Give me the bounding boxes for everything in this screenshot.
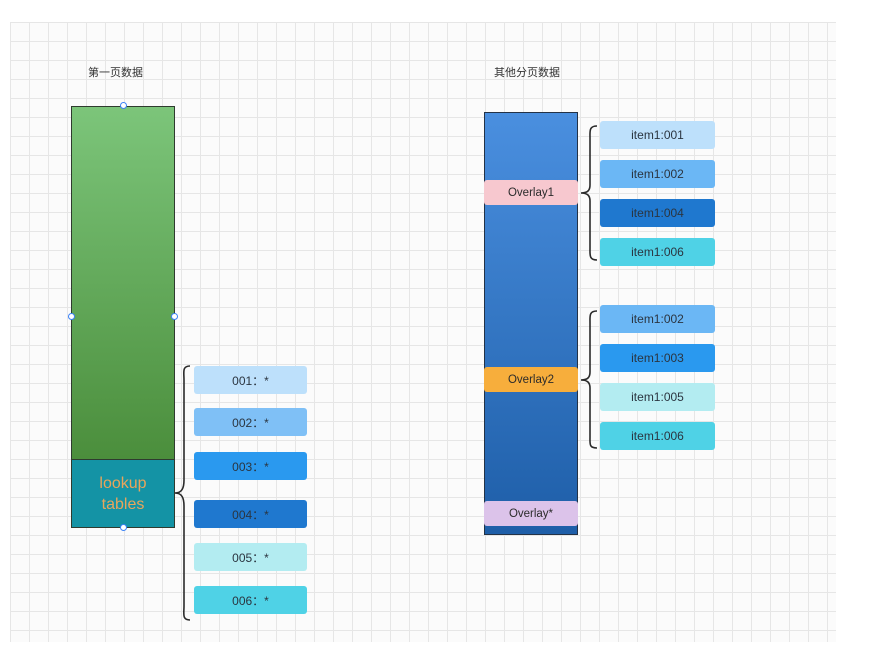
page1-title: 第一页数据	[88, 66, 143, 79]
overlay-star-block[interactable]: Overlay*	[484, 501, 578, 526]
lookup-tables-label: lookup tables	[99, 474, 147, 513]
overlay1-item[interactable]: item1:004	[600, 199, 715, 227]
resize-handle-bottom[interactable]	[120, 524, 127, 531]
resize-handle-top[interactable]	[120, 102, 127, 109]
lookup-entry[interactable]: 006：*	[194, 586, 307, 614]
overlay2-item[interactable]: item1:002	[600, 305, 715, 333]
overlay2-item[interactable]: item1:003	[600, 344, 715, 372]
lookup-entry[interactable]: 004：*	[194, 500, 307, 528]
overlay1-item[interactable]: item1:002	[600, 160, 715, 188]
overlay2-block[interactable]: Overlay2	[484, 367, 578, 392]
lookup-entry[interactable]: 005：*	[194, 543, 307, 571]
other-pages-title: 其他分页数据	[494, 66, 560, 79]
overlay1-item[interactable]: item1:006	[600, 238, 715, 266]
lookup-tables-block[interactable]: lookup tables	[71, 459, 175, 528]
overlay2-item[interactable]: item1:006	[600, 422, 715, 450]
resize-handle-left[interactable]	[68, 313, 75, 320]
lookup-entry[interactable]: 003：*	[194, 452, 307, 480]
lookup-entry[interactable]: 001：*	[194, 366, 307, 394]
other-pages-data-bar[interactable]	[484, 112, 578, 535]
overlay1-item[interactable]: item1:001	[600, 121, 715, 149]
overlay1-block[interactable]: Overlay1	[484, 180, 578, 205]
page1-data-bar[interactable]	[71, 106, 175, 459]
overlay2-item[interactable]: item1:005	[600, 383, 715, 411]
resize-handle-right[interactable]	[171, 313, 178, 320]
lookup-entry[interactable]: 002：*	[194, 408, 307, 436]
